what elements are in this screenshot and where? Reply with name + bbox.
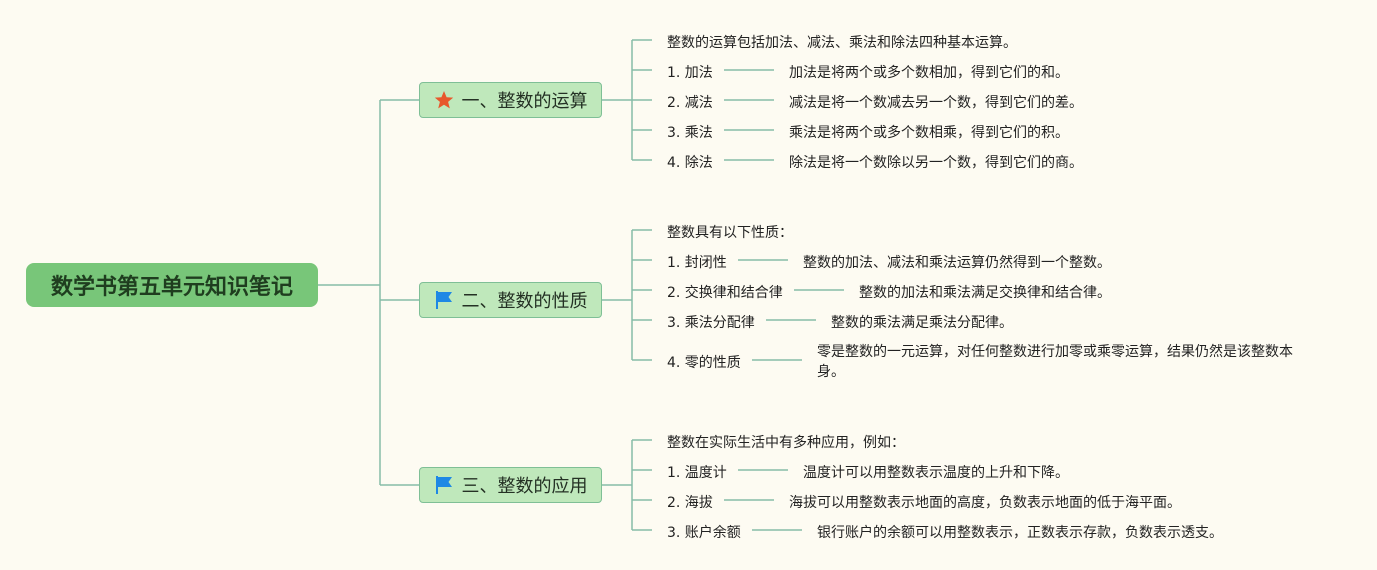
item-label: 2. 减法 [667,95,713,111]
branch-title: 一、整数的运算 [461,91,588,112]
item-desc: 温度计可以用整数表示温度的上升和下降。 [803,465,1069,481]
item-label: 2. 交换律和结合律 [667,285,783,301]
branch-title: 二、整数的性质 [461,291,588,312]
item-label: 1. 加法 [667,65,713,81]
branch-intro: 整数的运算包括加法、减法、乘法和除法四种基本运算。 [667,35,1017,51]
item-desc: 减法是将一个数减去另一个数，得到它们的差。 [789,95,1083,111]
item-desc: 除法是将一个数除以另一个数，得到它们的商。 [789,155,1083,171]
item-label: 2. 海拔 [667,495,713,511]
star-icon [434,91,453,109]
item-label: 1. 封闭性 [667,255,727,271]
item-desc: 整数的乘法满足乘法分配律。 [831,315,1013,331]
item-desc: 乘法是将两个或多个数相乘，得到它们的积。 [789,125,1069,141]
item-desc: 整数的加法、减法和乘法运算仍然得到一个整数。 [803,255,1111,271]
item-label: 3. 账户余额 [667,525,741,541]
item-label: 3. 乘法 [667,125,713,141]
item-desc: 整数的加法和乘法满足交换律和结合律。 [859,285,1111,301]
item-desc: 加法是将两个或多个数相加，得到它们的和。 [789,65,1069,81]
item-label: 3. 乘法分配律 [667,315,755,331]
branch-integer-properties[interactable]: 二、整数的性质 [419,282,602,318]
branch-intro: 整数具有以下性质： [667,225,793,241]
item-label: 1. 温度计 [667,465,727,481]
branch-intro: 整数在实际生活中有多种应用，例如： [667,435,905,451]
item-desc: 银行账户的余额可以用整数表示，正数表示存款，负数表示透支。 [817,525,1223,541]
item-desc: 零是整数的一元运算，对任何整数进行加零或乘零运算，结果仍然是该整数本身。 [817,344,1293,380]
branch-title: 三、整数的应用 [461,476,588,497]
branch-integer-operations[interactable]: 一、整数的运算 [419,82,602,118]
root-title: 数学书第五单元知识笔记 [50,275,293,300]
item-desc: 海拔可以用整数表示地面的高度，负数表示地面的低于海平面。 [789,495,1181,511]
flag-icon [435,291,452,309]
item-label: 4. 除法 [667,155,713,171]
branch-integer-applications[interactable]: 三、整数的应用 [419,467,602,503]
item-label: 4. 零的性质 [667,355,741,371]
flag-icon [435,476,452,494]
root-topic[interactable]: 数学书第五单元知识笔记 [26,263,318,307]
